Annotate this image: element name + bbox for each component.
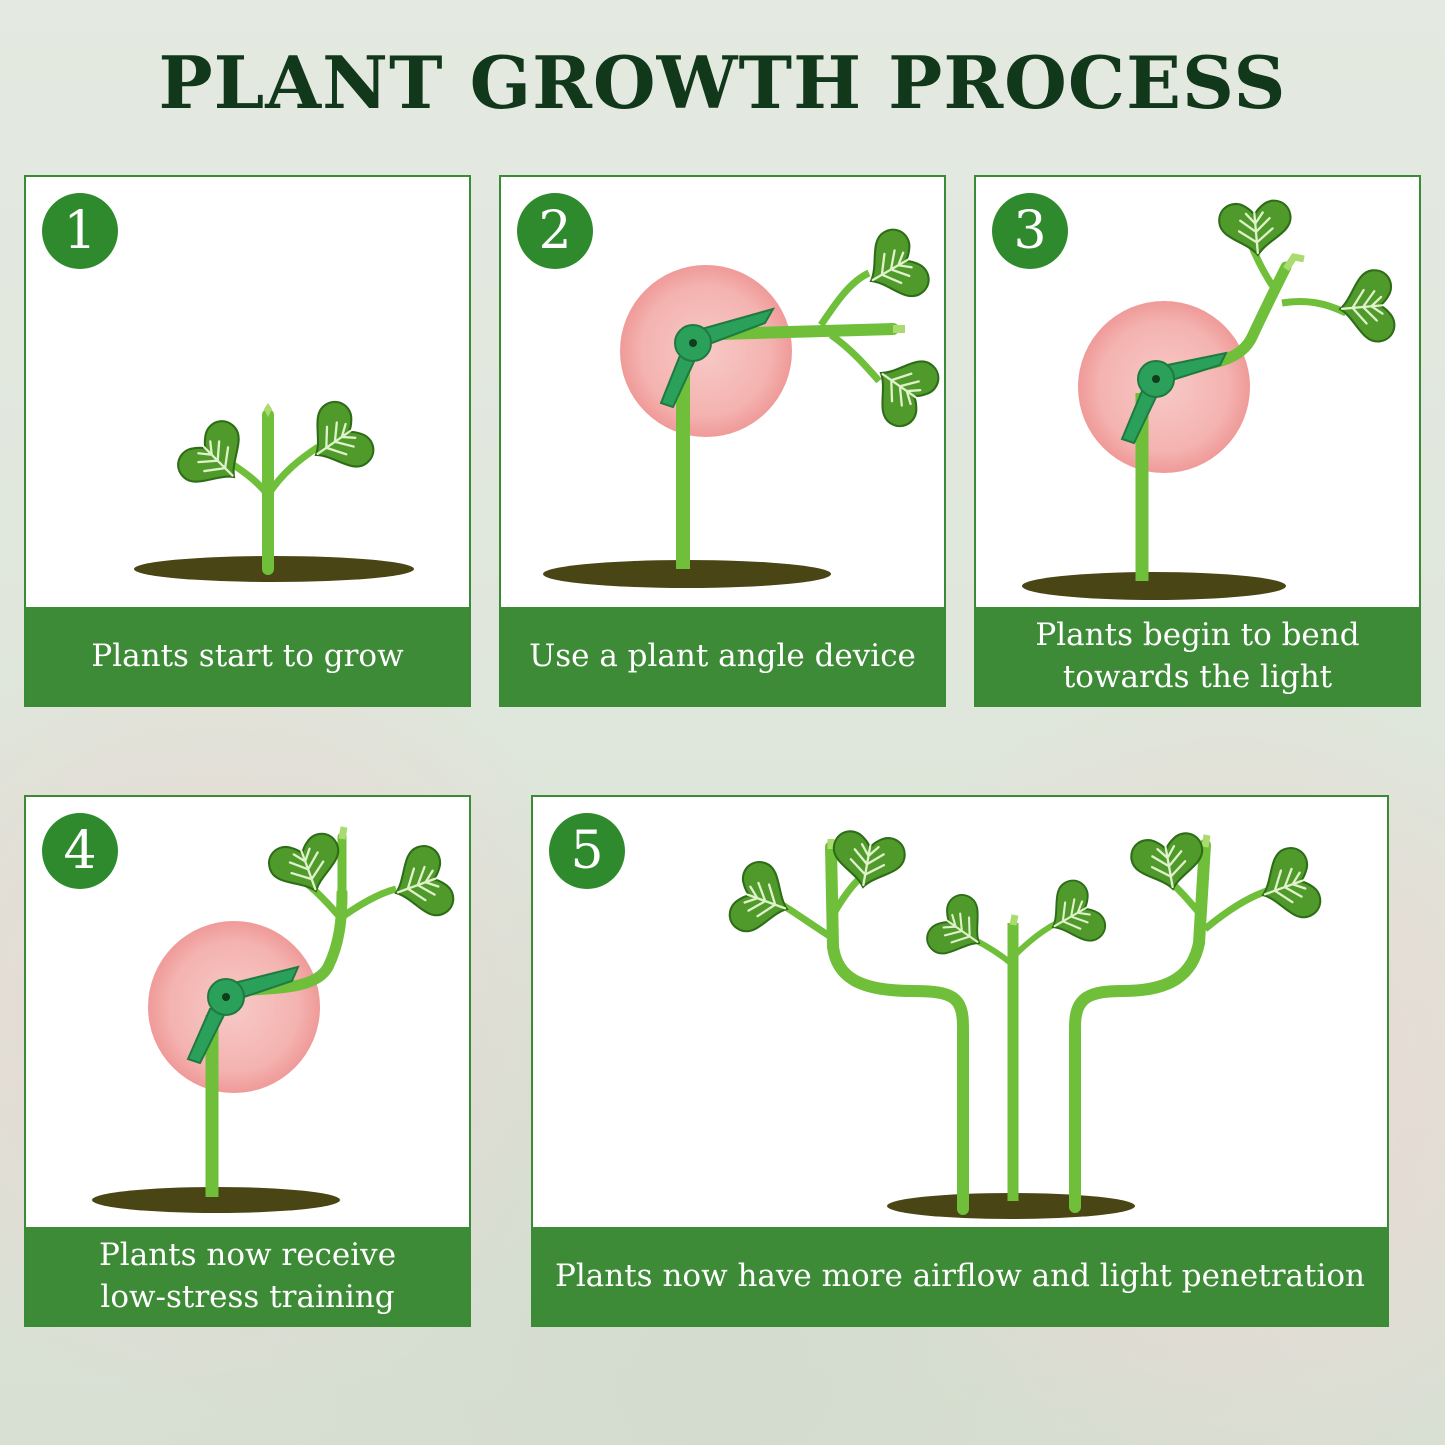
step-caption: Plants begin to bend towards the light [1035, 617, 1360, 695]
step-caption: Plants now receive low-stress training [98, 1237, 397, 1315]
step-number-badge: 3 [992, 193, 1068, 269]
step-number-badge: 5 [549, 813, 625, 889]
step-3-panel: 3 Plants begin to bend towards the light [974, 175, 1421, 707]
seedling-icon [134, 394, 414, 582]
step-caption-bar: Plants now receive low-stress training [26, 1227, 469, 1325]
step-caption: Plants now have more airflow and light p… [555, 1258, 1365, 1294]
step-2-panel: 2 Use a plant angle device [499, 175, 946, 707]
page-title: PLANT GROWTH PROCESS [158, 40, 1287, 125]
plant-angle-clip-icon [543, 222, 944, 588]
step-number-badge: 4 [42, 813, 118, 889]
step-caption-bar: Plants begin to bend towards the light [976, 607, 1419, 705]
step-number-badge: 1 [42, 193, 118, 269]
step-number-badge: 2 [517, 193, 593, 269]
step-caption-bar: Use a plant angle device [501, 607, 944, 705]
step-1-panel: 1 Plants start to grow [24, 175, 471, 707]
plant-angle-clip-icon [1022, 198, 1397, 600]
step-caption: Plants start to grow [91, 638, 404, 674]
plant-angle-clip-icon [92, 826, 460, 1213]
seedling-icon [723, 827, 1327, 1219]
step-caption-bar: Plants now have more airflow and light p… [533, 1227, 1387, 1325]
step-5-panel: 5 Plants now have more airflow and light… [531, 795, 1389, 1327]
step-caption: Use a plant angle device [529, 638, 916, 674]
step-4-panel: 4 Plants now receive low-stress training [24, 795, 471, 1327]
step-caption-bar: Plants start to grow [26, 607, 469, 705]
